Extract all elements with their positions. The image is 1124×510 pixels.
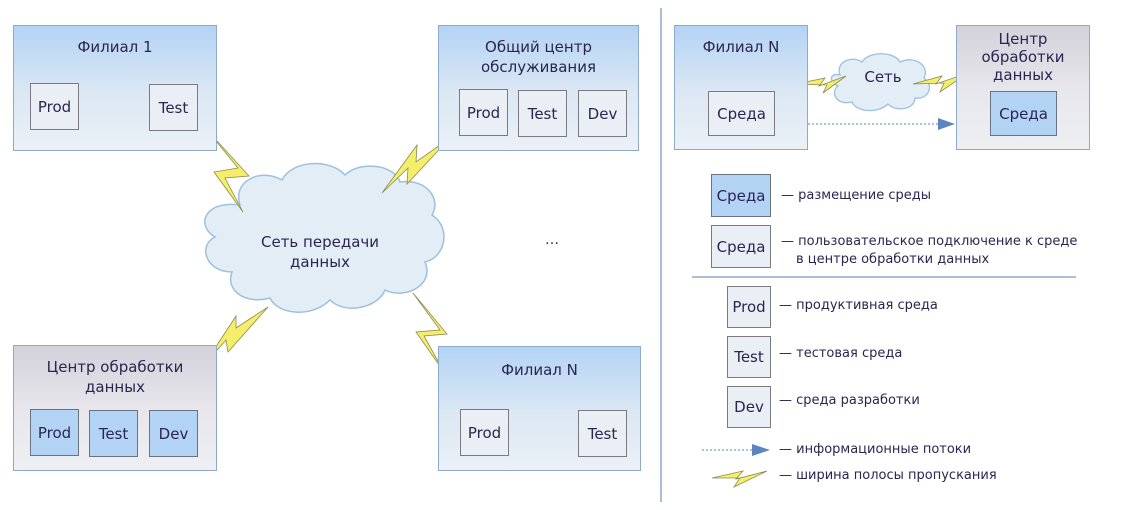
cloud-label-line: данных (290, 253, 350, 271)
env-prod[interactable]: Prod (460, 409, 509, 456)
site-title: Центр обработки данных (957, 30, 1089, 84)
site-title: Филиал 1 (77, 38, 153, 56)
legend-dev-box: Dev (727, 386, 771, 428)
example-hosted-env[interactable]: Среда (990, 91, 1057, 136)
legend-hosted-env-text: — размещение среды (781, 188, 932, 203)
legend-prod-box: Prod (727, 286, 771, 328)
legend-text-line: в центре обработки данных (796, 252, 990, 267)
legend-text-line: — пользовательское подключение к среде (781, 234, 1078, 249)
site-title-line: обслуживания (480, 58, 596, 76)
site-title-line: данных (85, 378, 145, 396)
site-branch-1[interactable]: Филиал 1 Prod Test (13, 25, 217, 151)
env-prod[interactable]: Prod (459, 89, 508, 136)
info-flow-arrow-icon (938, 118, 955, 130)
site-title-line: Общий центр (485, 38, 592, 56)
legend-user-env-text: — пользовательское подключение к среде в… (781, 233, 1077, 269)
env-dev[interactable]: Dev (149, 410, 198, 457)
legend-hosted-env-box: Среда (711, 174, 771, 217)
env-prod[interactable]: Prod (30, 409, 79, 456)
bandwidth-bolt-icon (206, 129, 250, 213)
site-title-line: обработки (981, 48, 1065, 66)
env-test[interactable]: Test (89, 410, 138, 457)
legend-test-text: — тестовая среда (779, 346, 903, 361)
env-test[interactable]: Test (149, 84, 198, 131)
legend-info-flow-arrow-icon (752, 444, 770, 456)
site-title: Филиал N (501, 361, 578, 379)
env-test[interactable]: Test (578, 410, 627, 457)
legend-bandwidth-text: — ширина полосы пропускания (779, 468, 997, 483)
env-prod[interactable]: Prod (30, 83, 79, 130)
site-title-line: данных (993, 66, 1053, 84)
example-data-center[interactable]: Центр обработки данных Среда (956, 25, 1090, 150)
site-shared-service-center[interactable]: Общий центр обслуживания Prod Test Dev (438, 25, 639, 151)
legend-bandwidth-bolt-icon (711, 470, 768, 489)
site-title-line: Центр обработки (46, 358, 184, 376)
legend-prod-text: — продуктивная среда (779, 298, 938, 313)
bandwidth-bolt-icon (795, 75, 847, 94)
site-branch-n[interactable]: Филиал N Prod Test (438, 346, 641, 471)
site-title-line: Центр (998, 30, 1048, 48)
legend-user-env-box: Среда (711, 225, 771, 268)
legend-info-flow-text: — информационные потоки (779, 442, 972, 457)
legend-dev-text: — среда разработки (779, 393, 920, 408)
example-network-label: Сеть (864, 68, 902, 86)
network-cloud-label: Сеть передачи данных (245, 232, 395, 272)
site-title: Общий центр обслуживания (439, 37, 638, 77)
site-title: Центр обработки данных (14, 357, 216, 397)
legend-test-box: Test (727, 336, 771, 378)
example-network-cloud (830, 53, 931, 112)
example-branch[interactable]: Филиал N Среда (674, 25, 808, 150)
example-user-env[interactable]: Среда (708, 91, 775, 136)
env-dev[interactable]: Dev (578, 90, 627, 137)
bandwidth-bolt-icon (381, 137, 451, 194)
cloud-label-line: Сеть передачи (260, 233, 379, 251)
site-data-center[interactable]: Центр обработки данных Prod Test Dev (13, 345, 217, 471)
network-cloud (204, 162, 445, 313)
site-title: Филиал N (702, 38, 780, 56)
ellipsis: … (545, 232, 559, 248)
env-test[interactable]: Test (518, 90, 567, 137)
